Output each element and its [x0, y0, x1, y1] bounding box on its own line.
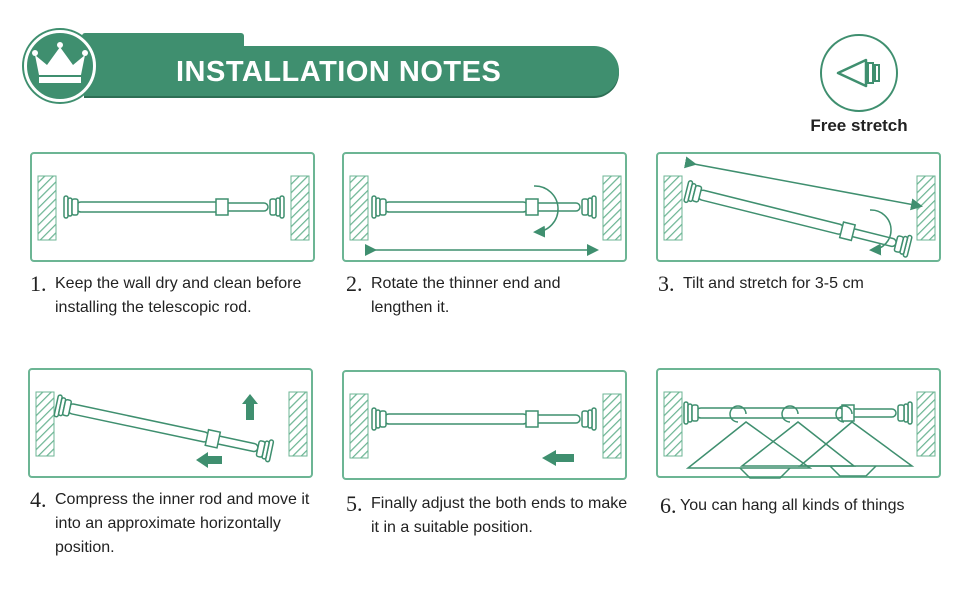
step-3: 3. Tilt and stretch for 3-5 cm: [658, 272, 948, 296]
step-6-illustration: [656, 368, 941, 479]
step-number: 5.: [346, 491, 363, 516]
step-3-illustration: [656, 152, 941, 262]
step-number: 6.: [660, 493, 677, 518]
step-2: 2. Rotate the thinner end and lengthen i…: [346, 272, 626, 320]
free-stretch-label: Free stretch: [810, 116, 908, 135]
step-4: 4. Compress the inner rod and move it in…: [30, 488, 320, 560]
hanger-icon: [797, 405, 915, 477]
step-1: 1. Keep the wall dry and clean before in…: [30, 272, 320, 320]
step-text: Keep the wall dry and clean before insta…: [55, 275, 302, 316]
step-text: Rotate the thinner end and lengthen it.: [371, 275, 561, 316]
banner-bar: [84, 46, 619, 96]
arrow-up-icon: [242, 394, 258, 420]
step-5-illustration: [342, 370, 627, 480]
arrow-left-icon: [542, 450, 574, 466]
step-number: 1.: [30, 271, 47, 296]
banner-tab: [82, 33, 244, 47]
step-number: 2.: [346, 271, 363, 296]
step-text: Compress the inner rod and move it into …: [55, 491, 310, 556]
step-number: 3.: [658, 271, 675, 296]
step-text: Tilt and stretch for 3-5 cm: [683, 275, 864, 292]
step-text: You can hang all kinds of things: [680, 497, 905, 514]
crown-icon: [32, 42, 88, 83]
hanger-icon: [685, 405, 813, 479]
step-5: 5. Finally adjust the both ends to make …: [346, 492, 636, 540]
step-6: 6. You can hang all kinds of things: [660, 494, 960, 518]
step-number: 4.: [30, 487, 47, 512]
telescopic-end-icon: [836, 58, 880, 88]
step-4-illustration: [28, 368, 313, 478]
free-stretch-feature: Free stretch: [800, 34, 918, 136]
step-text: Finally adjust the both ends to make it …: [371, 495, 628, 536]
free-stretch-badge: [820, 34, 898, 112]
step-2-illustration: [342, 152, 627, 262]
page-title: INSTALLATION NOTES: [176, 56, 502, 88]
arrow-left-icon: [196, 452, 222, 468]
crown-badge: [24, 30, 96, 102]
step-1-illustration: [30, 152, 315, 262]
header-banner: INSTALLATION NOTES: [24, 30, 624, 102]
